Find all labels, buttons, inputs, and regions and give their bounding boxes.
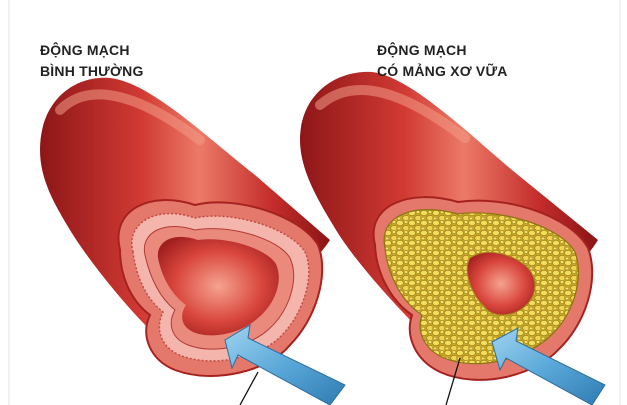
plaque-artery-label-line-1: ĐỘNG MẠCH: [377, 40, 508, 61]
normal-artery-label-line-2: BÌNH THƯỜNG: [40, 61, 144, 82]
plaque-artery-label-line-2: CÓ MẢNG XƠ VỮA: [377, 61, 508, 82]
plaque-artery-label: ĐỘNG MẠCH CÓ MẢNG XƠ VỮA: [377, 40, 508, 82]
normal-artery: [40, 78, 345, 405]
plaque-artery: [300, 72, 605, 405]
normal-artery-label-line-1: ĐỘNG MẠCH: [40, 40, 144, 61]
normal-artery-label: ĐỘNG MẠCH BÌNH THƯỜNG: [40, 40, 144, 82]
